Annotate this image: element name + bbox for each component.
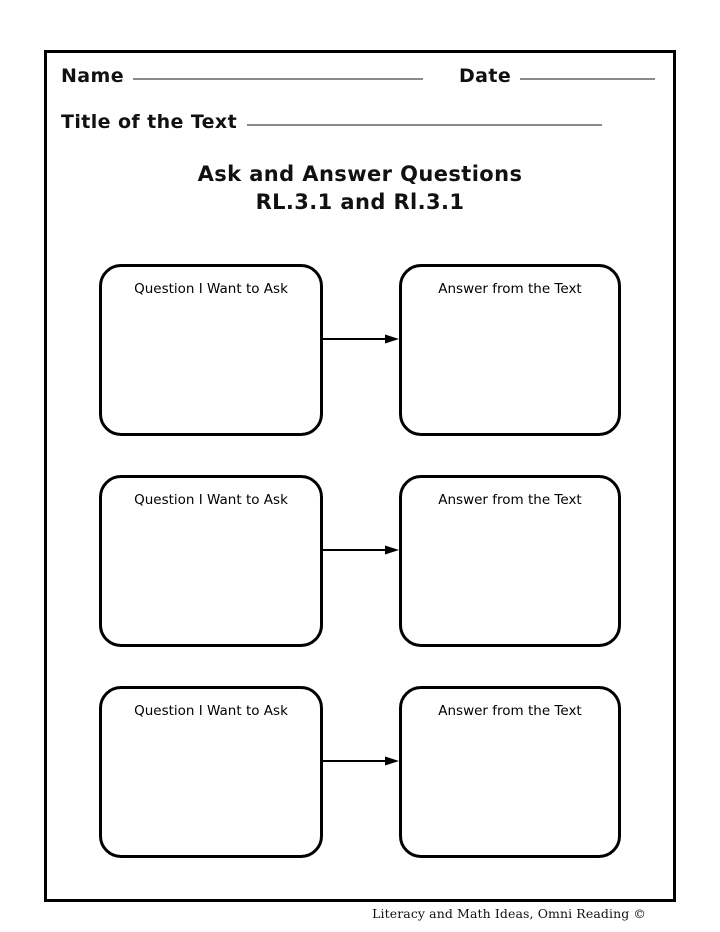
graphic-organizer-rows: Question I Want to Ask Answer from the T… [47,53,673,899]
title-of-text-row: Title of the Text [61,113,661,147]
question-box-label: Question I Want to Ask [134,492,288,508]
question-box-label: Question I Want to Ask [134,281,288,297]
question-box[interactable]: Question I Want to Ask [99,686,323,858]
answer-box-label: Answer from the Text [438,492,582,508]
page-title: Ask and Answer Questions RL.3.1 and Rl.3… [47,161,673,216]
answer-box[interactable]: Answer from the Text [399,686,621,858]
date-label: Date [459,65,512,87]
title-of-text-write-line[interactable] [247,124,603,126]
arrow-right-icon [323,755,401,767]
answer-box-label: Answer from the Text [438,281,582,297]
worksheet-page-border: Name Date Title of the Text Ask and Answ… [44,50,676,902]
answer-box[interactable]: Answer from the Text [399,264,621,436]
name-write-line[interactable] [133,78,424,80]
answer-box[interactable]: Answer from the Text [399,475,621,647]
title-of-text-label: Title of the Text [61,111,238,133]
footer-credit: Literacy and Math Ideas, Omni Reading © [372,906,646,921]
arrow-right-icon [323,544,401,556]
page-title-line1: Ask and Answer Questions [197,162,523,186]
question-box[interactable]: Question I Want to Ask [99,475,323,647]
date-write-line[interactable] [520,78,656,80]
answer-box-label: Answer from the Text [438,703,582,719]
qa-row: Question I Want to Ask Answer from the T… [99,686,621,858]
name-label: Name [61,65,125,87]
qa-row: Question I Want to Ask Answer from the T… [99,475,621,647]
qa-row: Question I Want to Ask Answer from the T… [99,264,621,436]
arrow-right-icon [323,333,401,345]
name-date-row: Name Date [61,67,661,101]
page-title-standards: RL.3.1 and Rl.3.1 [255,189,465,214]
question-box-label: Question I Want to Ask [134,703,288,719]
question-box[interactable]: Question I Want to Ask [99,264,323,436]
